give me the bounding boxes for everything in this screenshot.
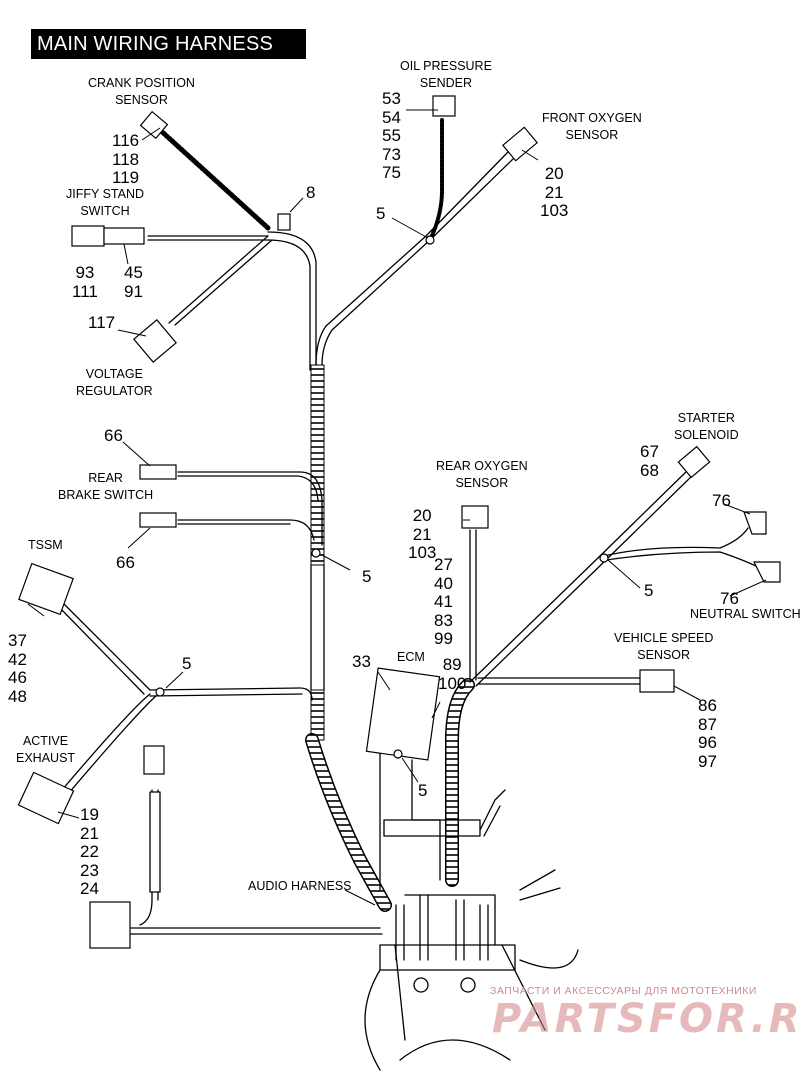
bottom-left-connector <box>89 901 131 949</box>
active-exhaust-refs: 19 21 22 23 24 <box>80 805 99 898</box>
vss-connector <box>639 669 675 693</box>
main-trunk-conduit <box>310 364 325 566</box>
front-o2-connector <box>502 126 538 162</box>
callout-clip-top: 8 <box>306 183 316 202</box>
voltage-regulator-cable <box>174 239 273 326</box>
rear-o2-refs: 20 21 103 <box>408 506 437 562</box>
rear-brake-ref-top: 66 <box>104 426 123 445</box>
ecm-ref-left: 33 <box>352 652 371 671</box>
rear-brake-cable-1 <box>177 471 323 546</box>
neutral-switch-ref-top: 76 <box>712 491 731 510</box>
watermark-tagline: ЗАПЧАСТИ И АКСЕССУАРЫ ДЛЯ МОТОТЕХНИКИ <box>490 985 757 997</box>
frame-bottom <box>379 944 516 971</box>
ecm-module <box>365 667 441 761</box>
jiffy-stand-refs-right: 45 91 <box>124 263 143 301</box>
rear-brake-ref-bottom: 66 <box>116 553 135 572</box>
callout-front-o2-clip: 5 <box>376 204 386 223</box>
front-o2-label: FRONT OXYGEN SENSOR <box>542 111 642 142</box>
crank-sensor-label: CRANK POSITION SENSOR <box>88 76 195 107</box>
tssm-label: TSSM <box>28 538 63 552</box>
front-o2-refs: 20 21 103 <box>540 164 569 220</box>
crank-sensor-refs: 116 118 119 <box>112 131 140 187</box>
neutral-switch-bottom <box>753 561 781 583</box>
rear-brake-connector-1 <box>139 464 177 480</box>
left-aux-connector <box>143 745 165 775</box>
starter-solenoid-refs: 67 68 <box>640 442 659 480</box>
rear-brake-connector-2 <box>139 512 177 528</box>
callout-tssm-clip: 5 <box>182 654 192 673</box>
oil-pressure-label: OIL PRESSURE SENDER <box>400 59 492 90</box>
tssm-trunk-link <box>149 687 313 701</box>
voltage-regulator-ref: 117 <box>88 313 116 332</box>
ecm-refs-right: 89 100 <box>438 655 467 693</box>
diagram-title: MAIN WIRING HARNESS <box>31 29 306 59</box>
main-trunk-top <box>267 231 317 371</box>
rear-o2-connector <box>461 505 489 529</box>
oil-pressure-connector <box>432 95 456 117</box>
neutral-switch-top <box>743 511 767 535</box>
voltage-regulator-connector <box>133 319 177 363</box>
tssm-refs: 37 42 46 48 <box>8 631 27 706</box>
active-exhaust-cable <box>61 693 151 791</box>
active-exhaust-connector <box>17 771 75 825</box>
crank-sensor-connector <box>139 110 169 140</box>
rear-o2-refs-lower: 27 40 41 83 99 <box>434 555 453 648</box>
callout-mid-clip: 5 <box>362 567 372 586</box>
jiffy-stand-switch-body <box>71 225 105 247</box>
active-exhaust-label: ACTIVE EXHAUST <box>16 734 76 765</box>
rear-o2-label: REAR OXYGEN SENSOR <box>436 459 528 490</box>
tssm-cable <box>61 601 151 691</box>
oil-pressure-cable <box>428 118 444 242</box>
jiffy-stand-refs-left: 93 111 <box>72 263 98 301</box>
starter-solenoid-connector <box>677 445 711 479</box>
oil-pressure-refs: 53 54 55 73 75 <box>382 89 401 182</box>
callout-right-clip: 5 <box>644 581 654 600</box>
rear-brake-label: REAR BRAKE SWITCH <box>58 471 154 502</box>
voltage-regulator-label: VOLTAGE REGULATOR <box>76 367 153 398</box>
audio-harness-label: AUDIO HARNESS <box>248 879 352 893</box>
tssm-module <box>18 562 74 616</box>
neutral-switch-cable <box>603 527 749 557</box>
jiffy-stand-label: JIFFY STAND SWITCH <box>66 187 145 218</box>
left-aux-cable <box>139 789 153 926</box>
callout-ecm-clip: 5 <box>418 781 428 800</box>
watermark-brand: PARTSFOR.RU <box>492 996 800 1042</box>
ecm-label: ECM <box>397 650 425 664</box>
front-o2-cable <box>321 157 515 366</box>
starter-solenoid-label: STARTER SOLENOID <box>674 411 739 442</box>
neutral-switch-ref-bottom: 76 <box>720 589 739 608</box>
neutral-switch-label: NEUTRAL SWITCH <box>690 607 800 621</box>
vss-refs: 86 87 96 97 <box>698 696 717 771</box>
vss-label: VEHICLE SPEED SENSOR <box>614 631 714 662</box>
rear-brake-cable-2 <box>177 519 315 541</box>
jiffy-stand-connector <box>103 227 145 245</box>
clip-top <box>277 213 291 231</box>
